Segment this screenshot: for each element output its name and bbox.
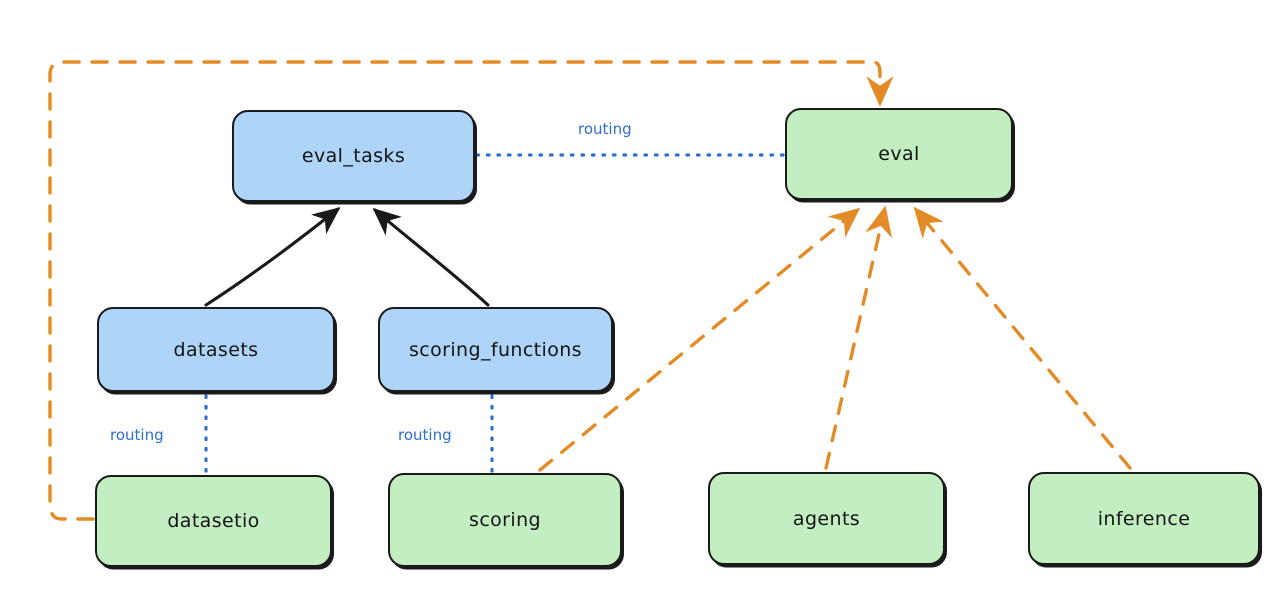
- node-datasets[interactable]: datasets: [97, 307, 335, 392]
- node-label: eval: [878, 143, 920, 165]
- edge-datasetio-to-eval: [48, 60, 894, 521]
- node-inference[interactable]: inference: [1028, 472, 1260, 565]
- node-label: agents: [792, 507, 861, 530]
- edge-scoring-functions-to-eval-tasks: [372, 207, 490, 307]
- edge-scoring-to-eval: [538, 207, 861, 472]
- edge-inference-to-eval: [913, 206, 1132, 470]
- edge-label-routing-datasets-datasetio: routing: [110, 426, 164, 444]
- node-scoring[interactable]: scoring: [388, 473, 622, 567]
- node-label: datasetio: [167, 510, 260, 532]
- edge-datasets-to-eval-tasks: [204, 207, 341, 307]
- node-label: datasets: [173, 338, 259, 361]
- node-agents[interactable]: agents: [708, 472, 945, 565]
- node-label: eval_tasks: [301, 145, 406, 167]
- edge-agents-to-eval: [824, 205, 893, 470]
- node-scoring-functions[interactable]: scoring_functions: [378, 307, 613, 392]
- edge-label-routing-eval-tasks-eval: routing: [578, 120, 632, 138]
- node-datasetio[interactable]: datasetio: [95, 475, 332, 567]
- edge-label-routing-scoring-functions-scoring: routing: [398, 426, 452, 444]
- node-eval-tasks[interactable]: eval_tasks: [232, 110, 475, 202]
- node-eval[interactable]: eval: [785, 108, 1013, 200]
- node-label: scoring_functions: [409, 338, 582, 361]
- node-label: inference: [1097, 507, 1191, 530]
- node-label: scoring: [469, 509, 541, 531]
